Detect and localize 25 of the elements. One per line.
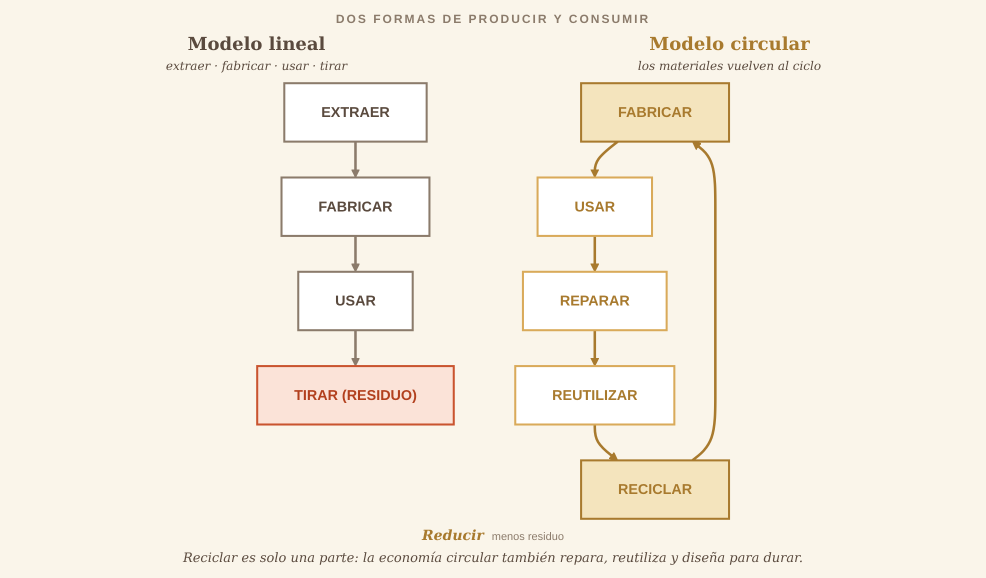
- diagram-title: DOS FORMAS DE PRODUCIR Y CONSUMIR: [336, 12, 650, 26]
- center-label: Reducir: [422, 528, 484, 544]
- arrow: [350, 236, 360, 272]
- column-subtitle: extraer · fabricar · usar · tirar: [166, 59, 348, 73]
- arrow: [590, 140, 618, 178]
- arrow: [590, 236, 600, 272]
- column-heading: Modelo lineal: [188, 34, 326, 55]
- process-box: FABRICAR: [280, 176, 430, 237]
- process-box: FABRICAR: [580, 82, 730, 143]
- arrow: [350, 142, 360, 178]
- process-box: TIRAR (RESIDUO): [256, 365, 455, 426]
- process-box: USAR: [297, 270, 414, 332]
- process-box: REPARAR: [522, 270, 668, 332]
- process-box: EXTRAER: [283, 82, 428, 143]
- arrow: [590, 330, 600, 366]
- center-note: menos residuo: [492, 531, 564, 543]
- arrow: [593, 424, 618, 461]
- arrow: [350, 330, 360, 366]
- caption: Reciclar es solo una parte: la economía circular también repara, reutiliza y diseña para durar.: [182, 551, 804, 566]
- column-subtitle: los materiales vuelven al ciclo: [638, 59, 822, 73]
- process-box: REUTILIZAR: [514, 365, 676, 426]
- column-heading: Modelo circular: [649, 34, 810, 55]
- process-box: USAR: [536, 176, 653, 237]
- arrow: [692, 141, 716, 462]
- process-box: RECICLAR: [580, 459, 730, 520]
